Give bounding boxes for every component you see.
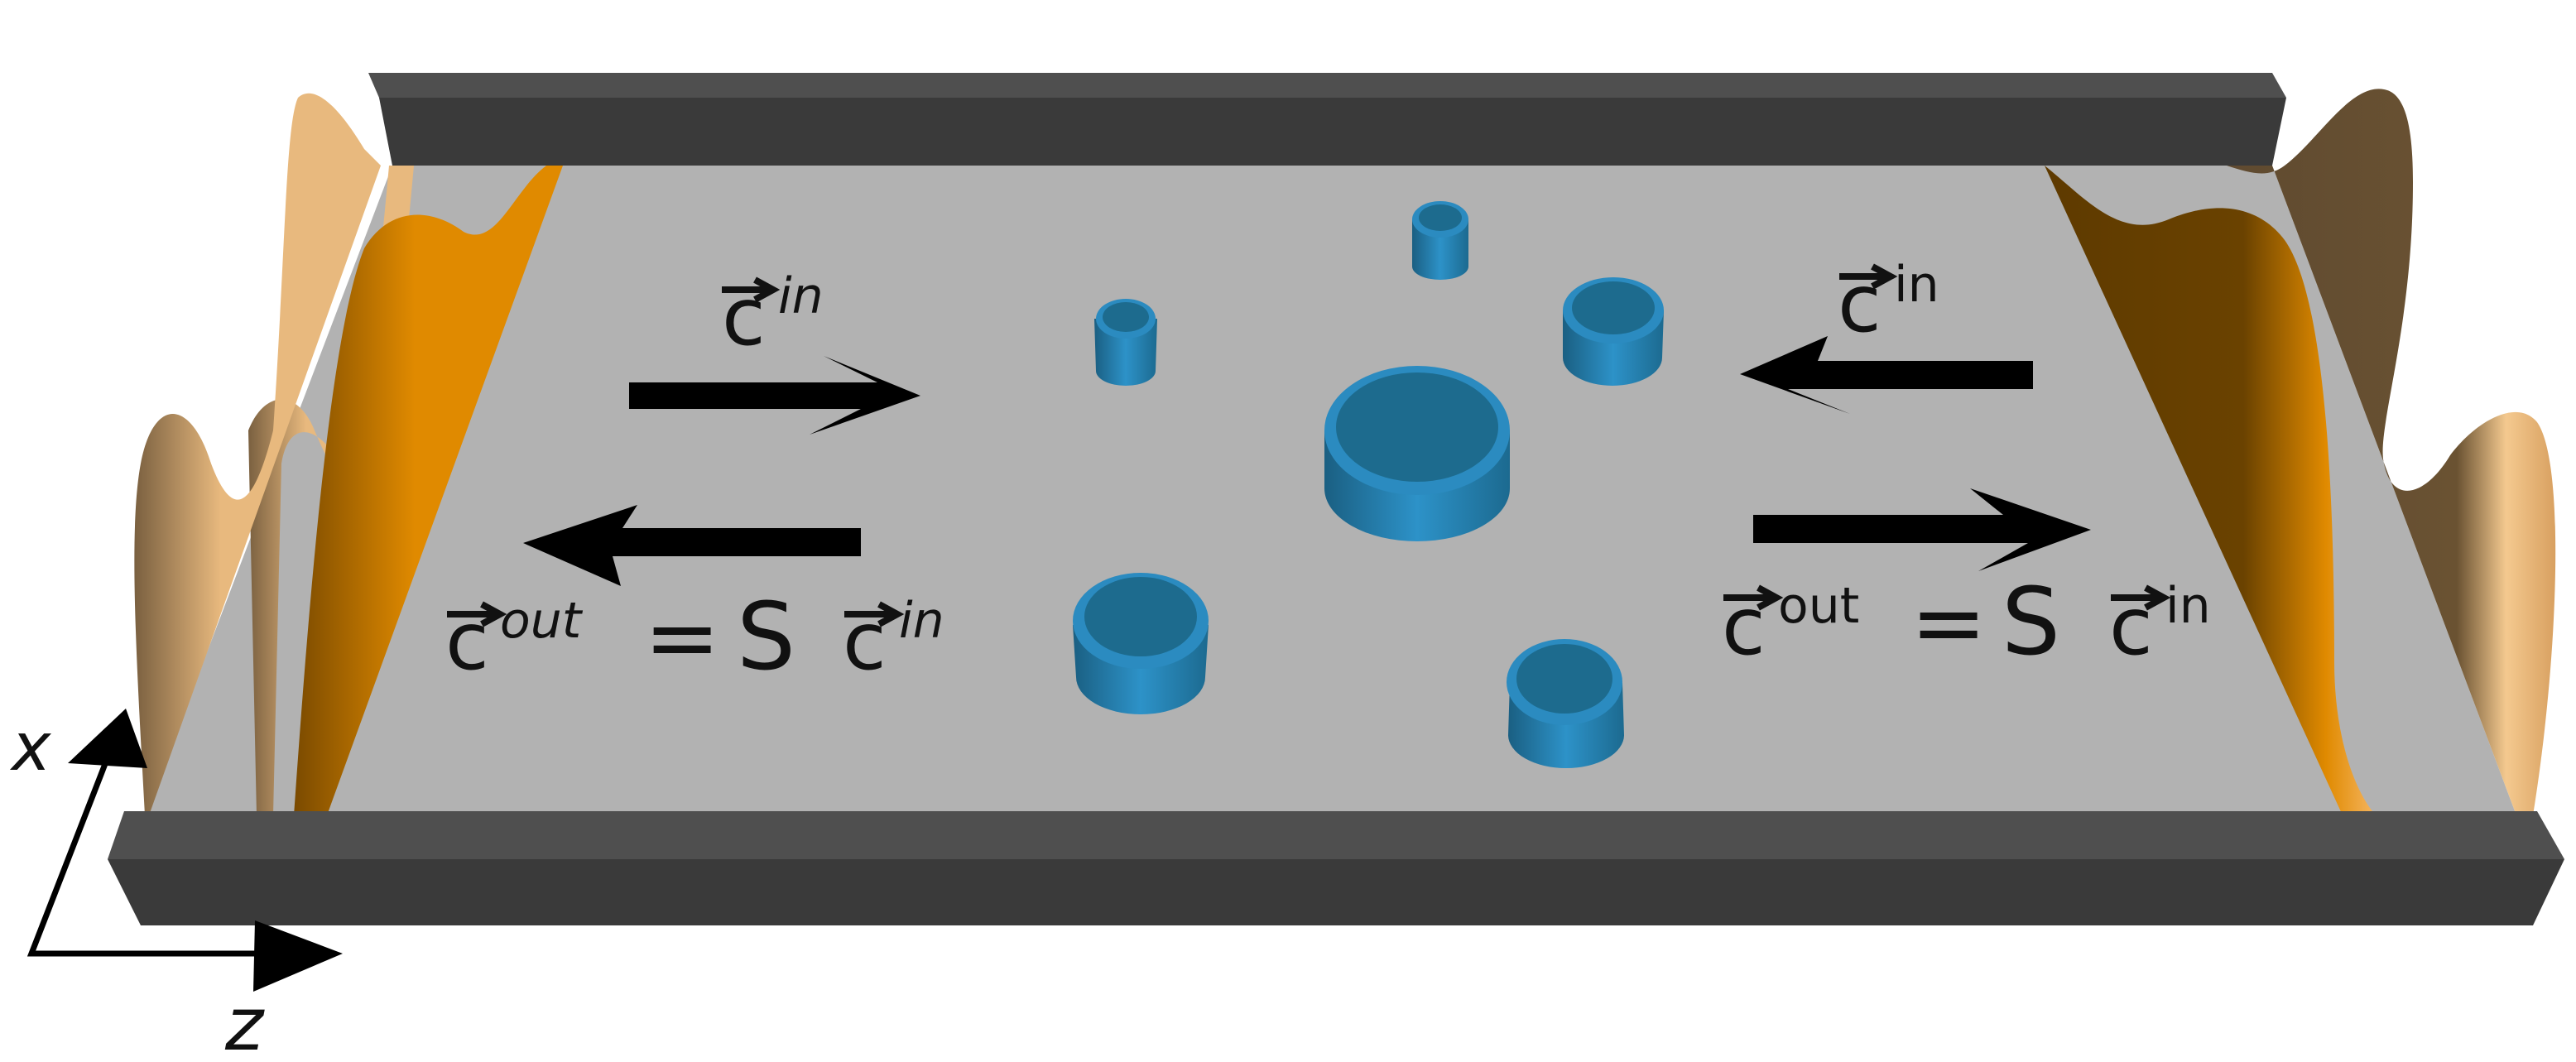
left-in-label: c in [722,267,824,363]
right-out-equals: = [1910,569,1987,675]
right-out-superscript2: in [2165,577,2211,635]
vector-arrow-icon [1723,584,1784,611]
scatterer-large-center [1324,366,1510,541]
coordinate-axes: x z [9,709,343,1062]
scatterer-small-left [1094,299,1157,386]
left-out-base2: c [843,595,887,688]
left-in-superscript: in [778,267,824,325]
left-out-superscript2: in [899,592,944,650]
left-out-label: c out = S c in [445,584,944,691]
z-axis-label: z [224,982,265,1062]
left-out-equals: = [644,584,720,690]
arrow-right-icon [1753,488,2091,571]
front-wall [108,811,2564,925]
left-out-superscript: out [500,592,584,650]
scatterer-medium-bottom [1507,639,1624,768]
vector-arrow-icon [1839,263,1898,290]
right-out-base: c [1722,580,1766,673]
left-out-matrix: S [737,584,795,691]
right-out-base2: c [2109,580,2153,673]
vector-arrow-icon [447,601,507,627]
vector-arrow-icon [722,276,781,303]
vector-arrow-icon [844,601,905,627]
right-out-label: c out = S c in [1722,569,2211,676]
left-out-base: c [445,595,489,688]
right-in-base: c [1838,257,1882,350]
right-wave-front [2045,166,2376,815]
right-in-superscript: in [1894,256,1939,314]
vector-arrow-icon [2111,584,2171,611]
arrow-left-icon [1740,336,2033,414]
x-axis-label: x [9,709,52,786]
right-in-label: c in [1838,256,1939,350]
scatterer-small-top [1412,201,1468,280]
right-wave-back [2227,89,2556,816]
left-wave-front [294,166,563,815]
x-axis-arrow-icon [68,709,147,768]
scatterer-medium-right [1563,277,1664,386]
scatterer-medium-left [1073,573,1209,714]
back-wall [368,73,2286,166]
right-out-superscript: out [1778,577,1859,635]
right-out-matrix: S [2002,569,2060,676]
z-axis-arrow-icon [253,920,343,992]
arrow-right-icon [629,356,920,435]
left-in-base: c [722,271,766,363]
arrow-left-icon [523,505,861,586]
